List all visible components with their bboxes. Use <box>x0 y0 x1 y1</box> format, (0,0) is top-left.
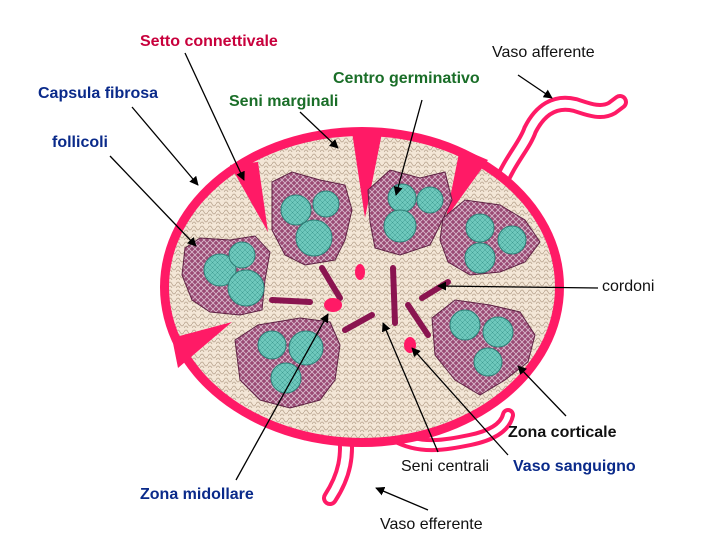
germinal-center <box>464 242 496 274</box>
germinal-center <box>228 241 256 269</box>
arrow-centro-germinativo <box>393 99 423 196</box>
germinal-centers <box>203 183 527 394</box>
germinal-center <box>465 213 495 243</box>
arrow-vaso-efferente <box>375 487 429 511</box>
label-zona-midollare: Zona midollare <box>140 486 254 503</box>
label-capsula-fibrosa: Capsula fibrosa <box>38 85 159 102</box>
germinal-center <box>416 186 444 214</box>
germinal-center <box>497 225 527 255</box>
germinal-center <box>227 269 265 307</box>
label-vaso-afferente: Vaso afferente <box>492 44 595 61</box>
germinal-center <box>257 330 287 360</box>
label-cordoni: cordoni <box>602 278 655 295</box>
arrow-zona-corticale <box>517 365 567 417</box>
arrow-setto <box>184 52 245 181</box>
germinal-center <box>449 309 481 341</box>
germinal-center <box>280 194 312 226</box>
label-setto-connettivale: Setto connettivale <box>140 33 278 50</box>
germinal-center <box>482 316 514 348</box>
germinal-center <box>312 190 340 218</box>
label-zona-corticale: Zona corticale <box>508 424 617 441</box>
arrow-follicoli <box>109 155 197 247</box>
arrow-seni-marginali <box>299 111 339 149</box>
label-vaso-sanguigno: Vaso sanguigno <box>513 458 636 475</box>
germinal-center <box>288 330 324 366</box>
arrow-capsula <box>131 106 199 186</box>
arrow-vaso-sanguigno <box>411 347 509 456</box>
arrow-cordoni <box>437 281 599 291</box>
germinal-center <box>203 253 237 287</box>
arrow-seni-centrali <box>382 322 439 453</box>
label-vaso-efferente: Vaso efferente <box>380 516 483 533</box>
label-centro-germinativo: Centro germinativo <box>333 70 480 87</box>
pointer-arrows <box>109 52 599 511</box>
label-follicoli: follicoli <box>52 134 108 151</box>
germinal-center <box>295 219 333 257</box>
arrow-zona-midollare <box>235 313 329 481</box>
arrow-vaso-afferente <box>517 74 553 99</box>
label-seni-centrali: Seni centrali <box>401 458 490 475</box>
germinal-center <box>473 347 503 377</box>
germinal-center <box>383 209 417 243</box>
germinal-center <box>387 183 417 213</box>
label-seni-marginali: Seni marginali <box>229 93 339 110</box>
germinal-center <box>270 362 302 394</box>
